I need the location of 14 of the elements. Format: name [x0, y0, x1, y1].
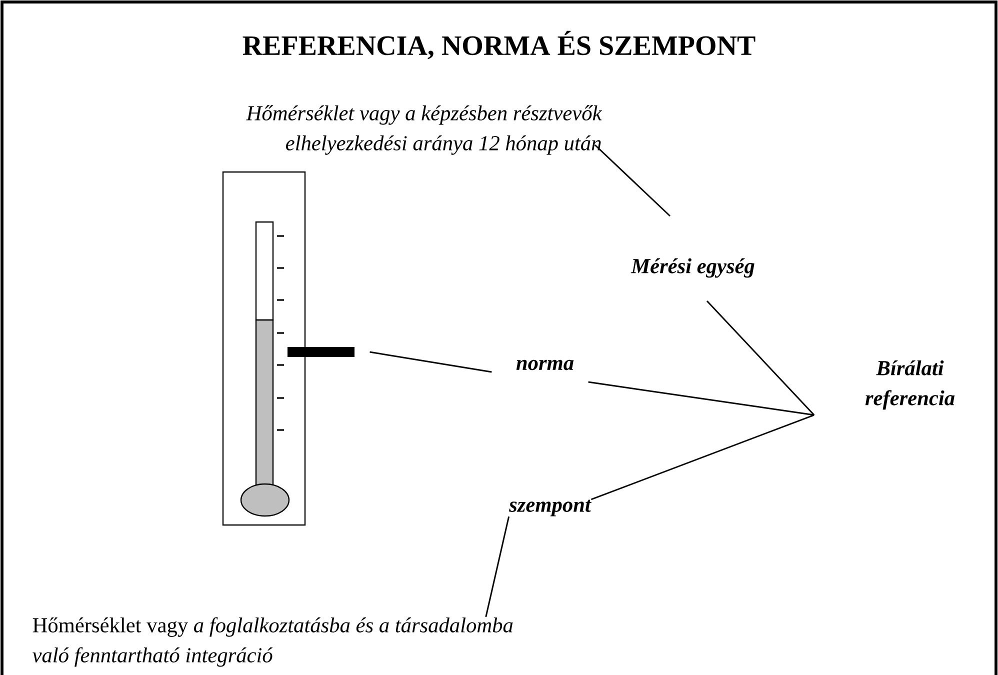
- label-text: szempont: [509, 500, 592, 516]
- norm-marker: [288, 347, 354, 357]
- connector-line: [594, 144, 671, 217]
- title: REFERENCIA, NORMA ÉS SZEMPONT: [242, 30, 756, 60]
- connector-line: [588, 381, 814, 416]
- connector-line: [485, 516, 510, 618]
- connector-line: [706, 300, 815, 416]
- label-text: Mérési egység: [630, 258, 754, 278]
- connector-line: [590, 414, 814, 500]
- connector-line: [370, 351, 492, 373]
- caption-text: Hőmérséklet vagy a képzésben résztvevők elhelyezkedési aránya 12 hónap után: [246, 105, 602, 155]
- label-text: norma: [516, 360, 574, 370]
- caption-text: Hőmérséklet vagy a foglalkoztatásba és a társadalomba való fenntartható integráció: [32, 617, 513, 667]
- label-text: Bírálati referencia: [865, 360, 955, 410]
